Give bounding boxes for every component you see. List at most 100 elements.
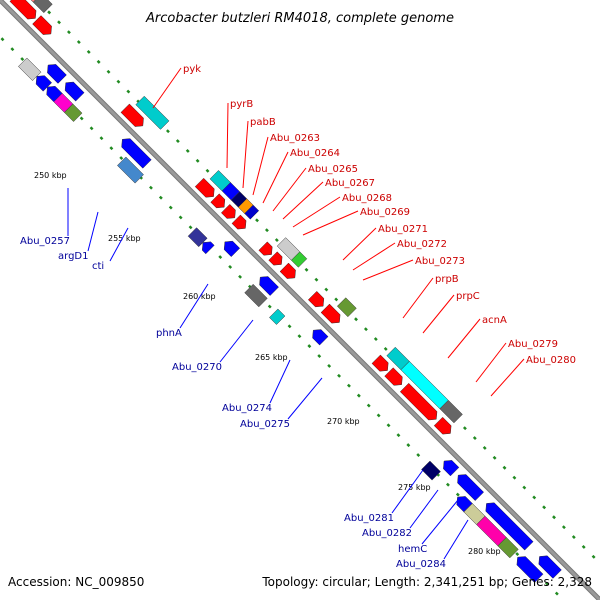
tick-mark bbox=[116, 79, 121, 84]
forward-label-leader bbox=[402, 277, 434, 319]
topology-text: Topology: circular; Length: 2,341,251 bp… bbox=[261, 575, 592, 589]
forward-gene-5 bbox=[220, 203, 236, 219]
forward-label-leader bbox=[242, 120, 249, 189]
accession-text: Accession: NC_009850 bbox=[8, 575, 144, 589]
reverse-gene-16 bbox=[187, 227, 208, 248]
tick-mark bbox=[274, 238, 279, 243]
tick-mark bbox=[314, 277, 319, 282]
forward-label-leader bbox=[490, 358, 525, 397]
tick-mark bbox=[515, 552, 520, 556]
tick-mark bbox=[96, 59, 101, 64]
reverse-gene-19 bbox=[269, 308, 286, 325]
tick-mark bbox=[126, 89, 131, 94]
tick-label: 270 kbp bbox=[327, 417, 360, 426]
tick-mark bbox=[255, 218, 259, 223]
reverse-gene-label: Abu_0282 bbox=[362, 528, 412, 539]
tick-mark bbox=[366, 403, 371, 408]
reverse-gene-label: hemC bbox=[398, 544, 427, 555]
reverse-gene-14 bbox=[63, 103, 83, 122]
forward-gene-12 bbox=[371, 354, 389, 372]
reverse-label-leader bbox=[269, 359, 291, 404]
forward-gene-label: Abu_0271 bbox=[378, 224, 428, 235]
tick-mark bbox=[581, 544, 586, 549]
tick-mark bbox=[307, 344, 312, 349]
tick-mark bbox=[168, 205, 173, 210]
tick-mark bbox=[86, 50, 91, 54]
forward-gene-10 bbox=[307, 290, 325, 308]
tick-mark bbox=[591, 554, 596, 559]
tick-mark bbox=[304, 267, 309, 272]
forward-gene-8 bbox=[268, 251, 283, 266]
tick-mark bbox=[185, 149, 190, 153]
forward-label-leader bbox=[362, 259, 414, 281]
tick-mark bbox=[334, 297, 339, 302]
reverse-gene-6 bbox=[443, 460, 460, 477]
forward-label-leader bbox=[282, 181, 324, 220]
forward-gene-label: Abu_0264 bbox=[290, 148, 340, 159]
forward-gene-2 bbox=[120, 103, 144, 127]
tick-mark bbox=[502, 465, 507, 470]
reverse-gene-label: Abu_0275 bbox=[240, 419, 290, 430]
reverse-gene-label: argD1 bbox=[58, 251, 88, 262]
forward-gene-1 bbox=[32, 15, 52, 35]
tick-mark bbox=[47, 10, 52, 15]
tick-mark bbox=[522, 485, 527, 490]
reverse-gene-10 bbox=[18, 57, 42, 81]
tick-mark bbox=[218, 255, 223, 259]
forward-label-leader bbox=[152, 67, 182, 109]
tick-mark bbox=[188, 225, 193, 230]
tick-mark bbox=[396, 433, 401, 438]
tick-mark bbox=[446, 482, 450, 487]
tick-mark bbox=[76, 40, 81, 45]
forward-label-leader bbox=[475, 342, 507, 383]
forward-gene-23 bbox=[244, 204, 260, 220]
tick-label: 255 kbp bbox=[108, 234, 141, 243]
reverse-gene-1 bbox=[64, 81, 85, 102]
reverse-gene-label: Abu_0274 bbox=[222, 403, 272, 414]
forward-label-leader bbox=[252, 136, 269, 196]
forward-gene-label: Abu_0272 bbox=[397, 239, 447, 250]
tick-mark bbox=[406, 443, 411, 448]
reverse-gene-2 bbox=[121, 138, 152, 169]
forward-gene-label: Abu_0279 bbox=[508, 339, 558, 350]
forward-gene-15 bbox=[433, 416, 452, 435]
reverse-gene-label: Abu_0281 bbox=[344, 513, 394, 524]
reverse-gene-9 bbox=[538, 555, 562, 579]
forward-gene-label: prpC bbox=[456, 291, 480, 302]
forward-gene-label: Abu_0267 bbox=[325, 178, 375, 189]
tick-mark bbox=[347, 383, 351, 388]
tick-mark bbox=[109, 146, 114, 151]
tick-mark bbox=[79, 116, 84, 121]
tick-mark bbox=[165, 129, 170, 134]
forward-gene-9 bbox=[279, 262, 296, 279]
forward-label-leader bbox=[226, 102, 229, 169]
forward-gene-label: Abu_0269 bbox=[360, 207, 410, 218]
forward-gene-label: pyk bbox=[183, 64, 201, 75]
tick-mark bbox=[561, 525, 566, 530]
reverse-gene-label: Abu_0270 bbox=[172, 362, 222, 373]
reverse-gene-7 bbox=[457, 474, 485, 501]
tick-mark bbox=[554, 591, 559, 596]
tick-mark bbox=[149, 185, 153, 190]
tick-mark bbox=[175, 139, 180, 144]
tick-mark bbox=[106, 69, 111, 74]
tick-mark bbox=[542, 505, 547, 510]
map-title: Arcobacter butzleri RM4018, complete gen… bbox=[145, 11, 454, 26]
tick-mark bbox=[327, 363, 332, 368]
forward-label-leader bbox=[262, 151, 289, 204]
reverse-gene-18 bbox=[244, 283, 268, 308]
tick-mark bbox=[57, 20, 61, 25]
tick-mark bbox=[472, 436, 477, 440]
forward-label-leader bbox=[352, 242, 396, 271]
reverse-gene-label: phnA bbox=[156, 328, 182, 339]
reverse-gene-11 bbox=[35, 75, 52, 92]
forward-gene-label: pabB bbox=[250, 117, 276, 128]
reverse-label-leader bbox=[287, 377, 323, 420]
tick-mark bbox=[178, 215, 183, 220]
tick-mark bbox=[373, 337, 378, 341]
reverse-gene-17 bbox=[201, 241, 215, 255]
tick-mark bbox=[552, 515, 556, 520]
reverse-gene-15 bbox=[117, 156, 144, 184]
